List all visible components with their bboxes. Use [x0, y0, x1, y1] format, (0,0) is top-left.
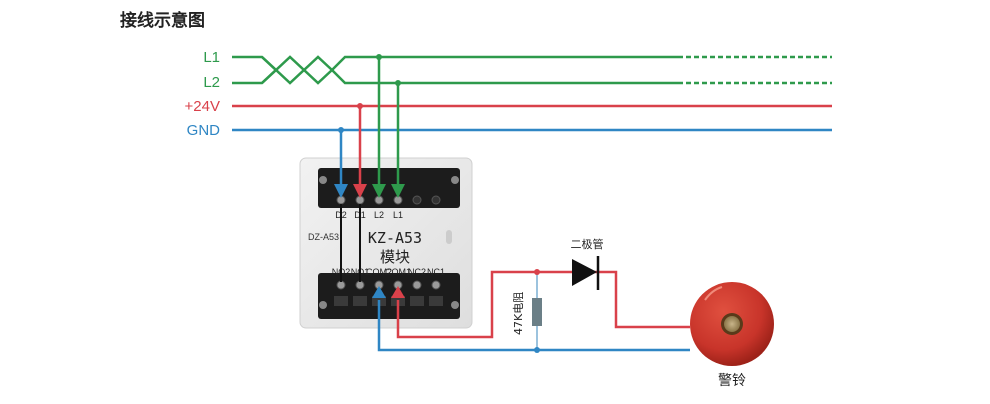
bell-label: 警铃 [718, 373, 746, 389]
diagram-title: 接线示意图 [120, 11, 205, 31]
bus-l1-l2 [232, 55, 832, 85]
label-gnd: GND [186, 122, 220, 139]
label-24v: +24V [184, 98, 220, 115]
resistor [532, 269, 542, 353]
terminal-nc2: NC2 [408, 267, 426, 277]
resistor-label: 47K电阻 [512, 292, 525, 335]
module-name: KZ-A53 [368, 229, 422, 247]
terminal-nc1: NC1 [427, 267, 445, 277]
label-l1: L1 [203, 49, 220, 66]
bell-icon [690, 282, 774, 366]
diode-icon [572, 256, 600, 290]
module-subtitle: 模块 [380, 248, 410, 266]
terminal-com1: COM1 [385, 267, 411, 277]
com-arrows [372, 286, 405, 298]
terminal-com2: COM2 [366, 267, 392, 277]
junction-dots [338, 54, 401, 133]
diode-label: 二极管 [571, 237, 604, 251]
terminal-l1: L1 [393, 210, 403, 220]
terminal-l2: L2 [374, 210, 384, 220]
model-tag: DZ-A53 [308, 232, 339, 242]
internal-wires [340, 204, 361, 282]
arrow-heads [334, 184, 405, 198]
output-wires [377, 270, 690, 352]
label-l2: L2 [203, 74, 220, 91]
drop-wires [339, 57, 400, 186]
